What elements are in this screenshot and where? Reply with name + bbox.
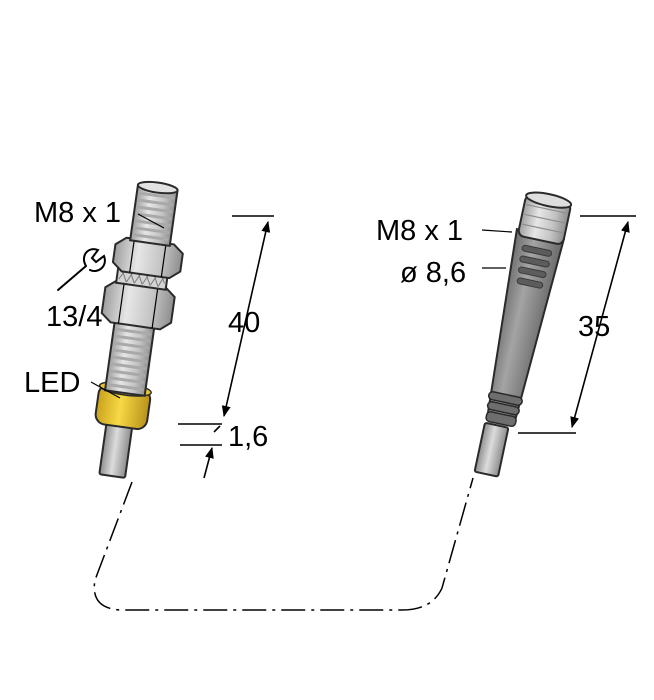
thread-ridge xyxy=(113,341,150,350)
connector-thread-label: M8 x 1 xyxy=(376,215,463,247)
sensor-thread-label: M8 x 1 xyxy=(34,197,121,229)
thread-ridge xyxy=(136,205,173,214)
thread-ridge xyxy=(115,327,152,336)
thread-ridge xyxy=(107,383,144,392)
coupling-nut-ridges xyxy=(521,203,568,234)
upper-thread-ridges xyxy=(132,191,175,242)
thread-ridge xyxy=(112,348,149,357)
thread-ridge xyxy=(109,369,146,378)
connector-cable xyxy=(473,422,510,478)
lower-thread-ridges xyxy=(107,327,152,392)
thread-ridge xyxy=(108,376,145,385)
thread-ridge xyxy=(134,219,171,228)
thread-ridge xyxy=(110,362,147,371)
thread-ridge xyxy=(132,233,169,242)
wrench-icon xyxy=(57,248,106,291)
sensing-face xyxy=(136,180,179,195)
connector-length-label: 35 xyxy=(578,311,610,343)
cable-continuation-line xyxy=(93,477,474,611)
flange-thickness-label: 1,6 xyxy=(228,421,268,453)
thread-ridge xyxy=(135,212,172,221)
sensor-cable xyxy=(98,422,134,479)
thread-ridge xyxy=(137,198,174,207)
led-label: LED xyxy=(24,367,80,399)
thread-ridge xyxy=(138,191,175,200)
proximity-sensor xyxy=(94,180,184,479)
connector-diameter-label: ø 8,6 xyxy=(400,257,466,289)
connector-strain-relief xyxy=(485,391,523,428)
grip-slots xyxy=(516,244,553,289)
thread-ridge xyxy=(111,355,148,364)
cable-connector xyxy=(473,191,573,478)
sensor-length-label: 40 xyxy=(228,307,260,339)
thread-ridge xyxy=(133,226,170,235)
thread-ridge xyxy=(114,334,151,343)
wrench-size-label: 13/4 xyxy=(46,301,102,333)
